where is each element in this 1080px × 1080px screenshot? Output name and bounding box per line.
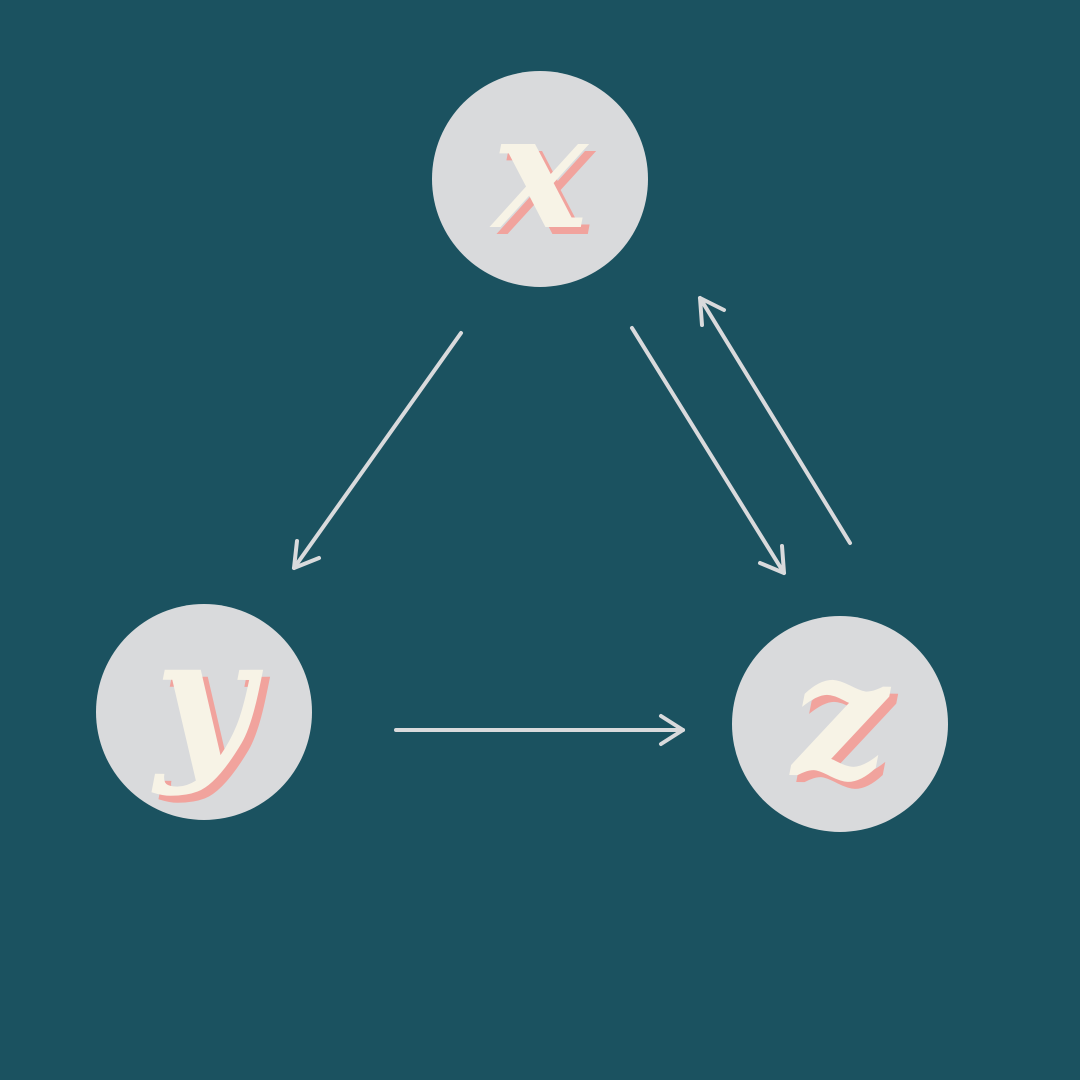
node-y: y [96,604,312,820]
edge-y-to-z [394,714,685,746]
node-x: x [432,71,648,287]
node-z-label: z [791,616,889,816]
node-x-label: x [492,77,588,265]
edge-x-to-y [292,331,463,570]
node-y-label: y [154,599,254,799]
edge-z-to-x [698,296,852,545]
node-z: z [732,616,948,832]
edge-x-to-z [630,326,786,575]
